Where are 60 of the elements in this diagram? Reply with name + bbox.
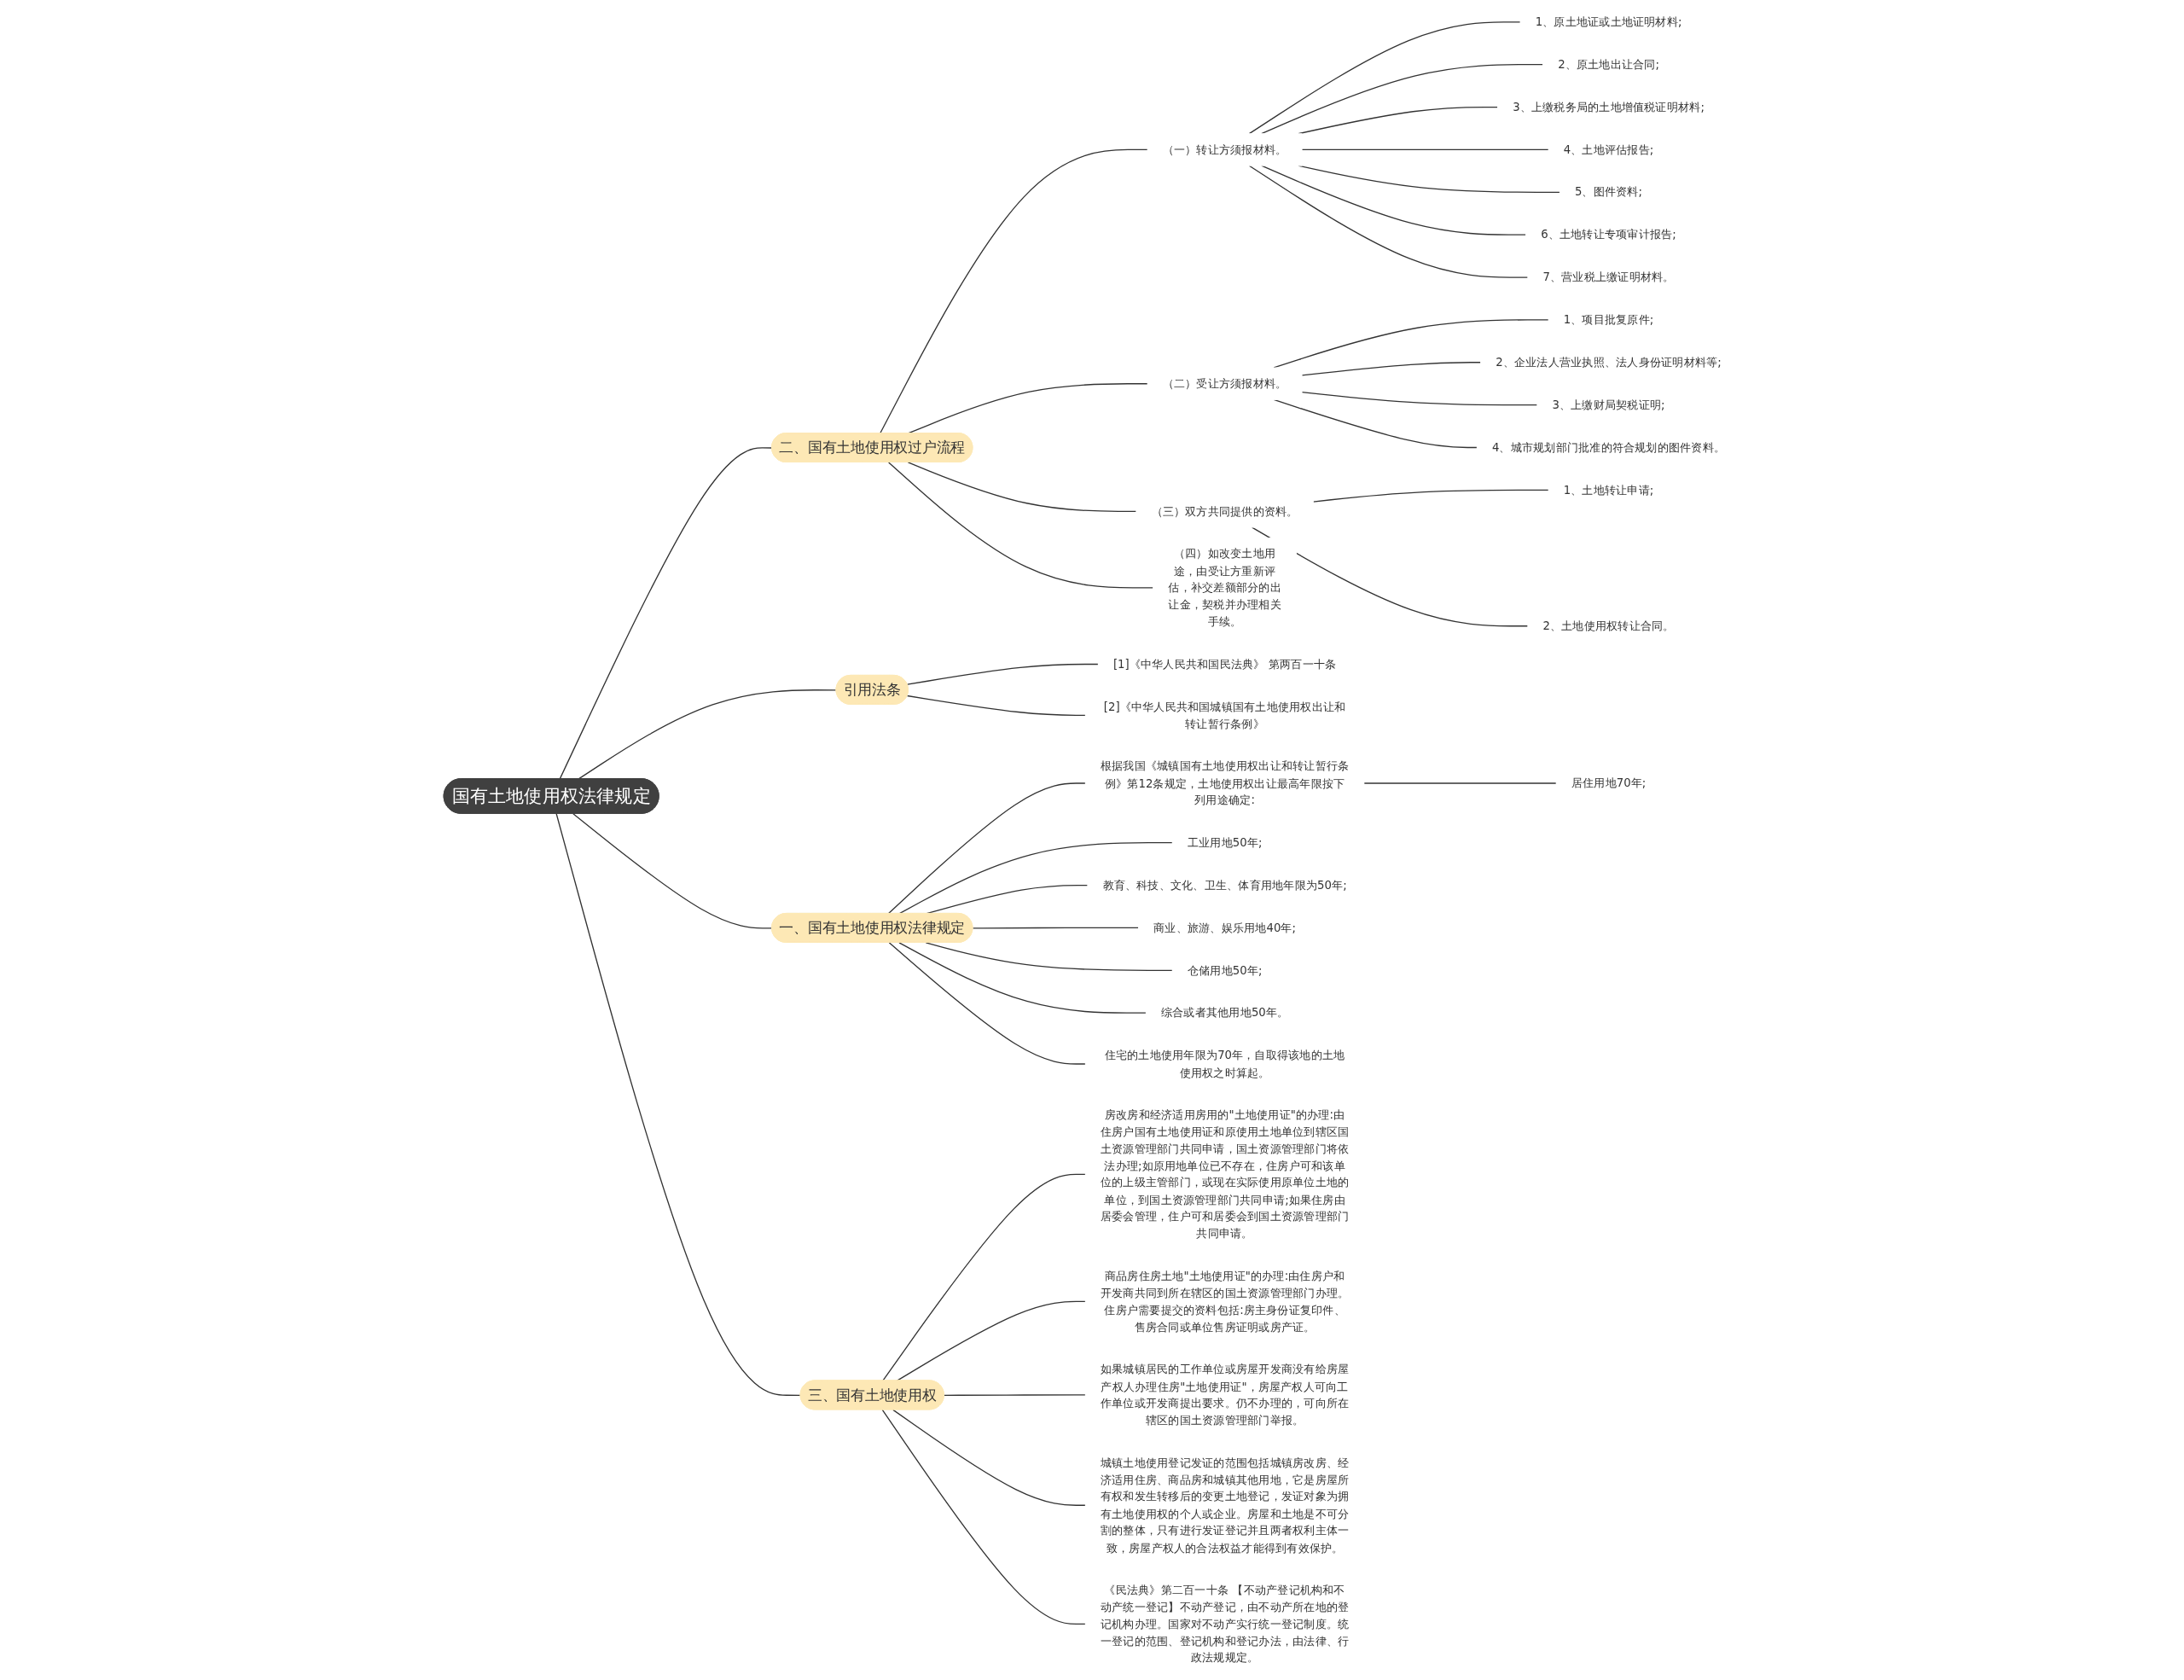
connector: [879, 148, 1148, 434]
node-text: 2、企业法人营业执照、法人身份证明材料等;: [1496, 355, 1722, 369]
node-text: （二）受让方须报材料。: [1162, 376, 1287, 391]
connector: [1301, 148, 1549, 151]
node-text: 居住用地70年;: [1571, 776, 1647, 790]
connector: [898, 842, 1173, 915]
node-text: 7、营业税上缴证明材料。: [1542, 270, 1675, 284]
node-text: 3、上缴税务局的土地增值税证明材料;: [1513, 100, 1705, 114]
connector: [892, 1409, 1086, 1506]
connector: [906, 695, 1086, 716]
node-text: 根据我国《城镇国有土地使用权出让和转让暂行条例》第12条规定，土地使用权出让最高年限按下列用途确定:: [1100, 759, 1350, 807]
connector: [972, 927, 1140, 929]
node-text: 5、图件资料;: [1575, 185, 1643, 200]
connector: [888, 942, 1086, 1065]
node-text: 教育、科技、文化、卫生、体育用地年限为50年;: [1102, 878, 1347, 892]
connector: [1301, 362, 1482, 376]
connector: [882, 1173, 1086, 1381]
node-text: [1]《中华人民共和国民法典》 第两百一十条: [1112, 657, 1337, 671]
connector: [578, 689, 838, 780]
node-text: 工业用地50年;: [1187, 835, 1263, 850]
node-text: 《民法典》第二百一十条 【不动产登记机构和不动产统一登记】不动产登记，由不动产所在地的登记机构办理。国家对不动产实行统一登记制度。统一登记的范围、登记机构和登记办法，由法律、行政法规规定。: [1100, 1583, 1350, 1665]
node-text: 1、土地转让申请;: [1563, 483, 1654, 497]
connector: [1248, 21, 1521, 135]
connector: [1261, 64, 1544, 135]
connector: [1301, 391, 1538, 406]
connector: [559, 447, 773, 780]
node-text: 如果城镇居民的工作单位或房屋开发商没有给房屋产权人办理住房"土地使用证"，房屋产权人可向工作单位或开发商提出要求。仍不办理的，可向所在辖区的国土资源管理部门举报。: [1100, 1362, 1350, 1427]
node-text: 商品房住房土地"土地使用证"的办理:由住房户和开发商共同到所在辖区的国土资源管理部门办理。住房户需要提交的资料包括:房主身份证复印件、售房合同或单位售房证明或房产证。: [1100, 1269, 1350, 1334]
connector: [906, 663, 1099, 685]
connector: [1248, 165, 1529, 278]
node-text: [2]《中华人民共和国城镇国有土地使用权出让和转让暂行条例》: [1103, 700, 1346, 730]
node-text: 城镇土地使用登记发证的范围包括城镇房改房、经济适用住房、商品房和城镇其他用地，它是房屋所有权和发生转移后的变更土地登记，发证对象为拥有土地使用权的个人或企业。房屋和土地是不可分割的整体，只有进行发证登记并且两者权利主体一致，房屋产权人的合法权益才能得到有效保护。: [1100, 1456, 1350, 1555]
connector: [898, 942, 1147, 1014]
connector: [1312, 489, 1549, 503]
node-text: 2、土地使用权转让合同。: [1542, 619, 1675, 633]
node-text: 1、原土地证或土地证明材料;: [1535, 15, 1682, 29]
node-text: （三）双方共同提供的资料。: [1151, 504, 1298, 519]
connector: [1363, 782, 1557, 784]
node-text: 商业、旅游、娱乐用地40年;: [1153, 921, 1297, 935]
connector: [1251, 526, 1529, 627]
connector: [925, 942, 1173, 971]
node-text: 1、项目批复原件;: [1563, 312, 1654, 327]
node-text: （一）转让方须报材料。: [1162, 142, 1287, 157]
node-text: 仓储用地50年;: [1187, 963, 1263, 978]
connector: [555, 813, 802, 1396]
connector: [944, 1394, 1086, 1396]
connector: [881, 1409, 1086, 1625]
connector: [907, 462, 1137, 512]
connector: [888, 462, 1154, 589]
node-text: 3、上缴财局契税证明;: [1552, 398, 1665, 412]
node-text: 6、土地转让专项审计报告;: [1541, 228, 1676, 241]
node-text: 4、土地评估报告;: [1563, 142, 1654, 157]
node-text: 住宅的土地使用年限为70年，自取得该地的土地使用权之时算起。: [1104, 1048, 1345, 1079]
node-text: 房改房和经济适用房用的"土地使用证"的办理:由住房户国有土地使用证和原使用土地单位到辖区国土资源管理部门共同申请，国土资源管理部门将依法办理;如原用地单位已不存在，住房户可和该单位的上级主管部门，或现在实际使用原单位土地的单位，到国土资源管理部门共同申请;如果住房由居委会管理，住户可和居委会到国土资源管理部门共同申请。: [1100, 1107, 1350, 1241]
connector: [1261, 165, 1527, 235]
node-text: 综合或者其他用地50年。: [1160, 1006, 1289, 1020]
node-text: 2、原土地出让合同;: [1558, 57, 1659, 72]
node-text: 4、城市规划部门批准的符合规划的图件资料。: [1491, 440, 1726, 455]
connector: [572, 813, 773, 929]
connector: [887, 782, 1086, 915]
